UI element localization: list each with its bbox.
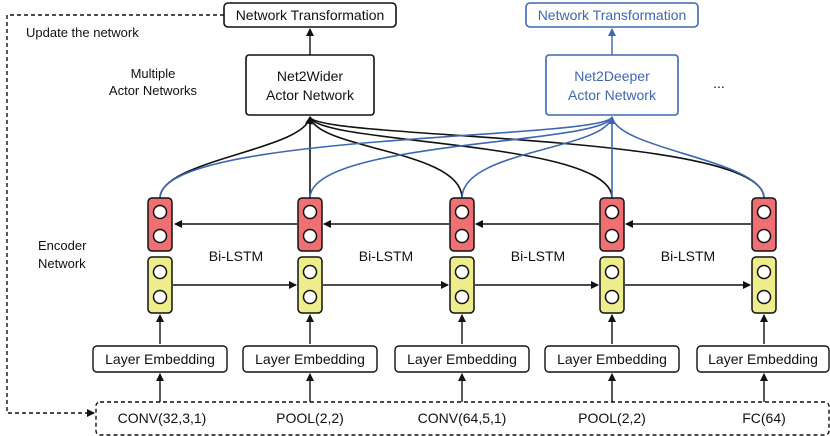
multiple-actor-label-1: Multiple (131, 66, 176, 81)
layer-embedding-label-3: Layer Embedding (407, 351, 517, 367)
net2wider-actor-box (245, 54, 375, 116)
layer-embedding-label-4: Layer Embedding (557, 351, 667, 367)
layer-embedding-box-3 (394, 345, 530, 373)
network-transformation-right-box (525, 2, 699, 28)
bilstm-label-3: Bi-LSTM (511, 248, 565, 264)
update-network-label: Update the network (26, 25, 139, 40)
net2deeper-label-2: Actor Network (568, 87, 657, 103)
encoder-column-5 (751, 197, 777, 344)
network-transformation-left-label: Network Transformation (236, 7, 385, 23)
net2wider-label-1: Net2Wider (277, 68, 343, 84)
encoder-column-4 (599, 197, 625, 344)
multiple-actor-label-2: Actor Networks (109, 83, 198, 98)
ellipsis-label: ... (713, 75, 725, 91)
layer-label-2: POOL(2,2) (276, 410, 344, 426)
layer-label-3: CONV(64,5,1) (418, 410, 507, 426)
encoder-column-2 (297, 197, 323, 344)
layer-label-4: POOL(2,2) (578, 410, 646, 426)
layer-embedding-box-5 (696, 345, 830, 373)
layer-label-1: CONV(32,3,1) (118, 410, 207, 426)
bilstm-label-2: Bi-LSTM (359, 248, 413, 264)
bilstm-label-1: Bi-LSTM (209, 248, 263, 264)
layer-embedding-label-2: Layer Embedding (255, 351, 365, 367)
encoder-network-label-2: Network (38, 256, 86, 271)
layer-label-5: FC(64) (742, 410, 786, 426)
layer-sequence-box (95, 401, 830, 436)
bilstm-label-4: Bi-LSTM (661, 248, 715, 264)
layer-to-embedding-arrows (156, 373, 768, 402)
net2deeper-label-1: Net2Deeper (574, 68, 650, 84)
layer-embedding-box-1 (92, 345, 228, 373)
encoder-network-label-1: Encoder (38, 238, 87, 253)
net2wider-label-2: Actor Network (266, 87, 355, 103)
encoder-to-deeper-curves (159, 116, 765, 199)
net2deeper-actor-box (545, 54, 679, 116)
layer-embedding-label-5: Layer Embedding (708, 351, 818, 367)
layer-embedding-box-2 (242, 345, 378, 373)
layer-embedding-box-4 (544, 345, 680, 373)
update-network-dashed-line (6, 14, 224, 417)
network-transformation-right-label: Network Transformation (538, 7, 687, 23)
layer-embedding-label-1: Layer Embedding (105, 351, 215, 367)
encoder-column-3 (449, 197, 475, 344)
encoder-column-1 (147, 197, 173, 344)
